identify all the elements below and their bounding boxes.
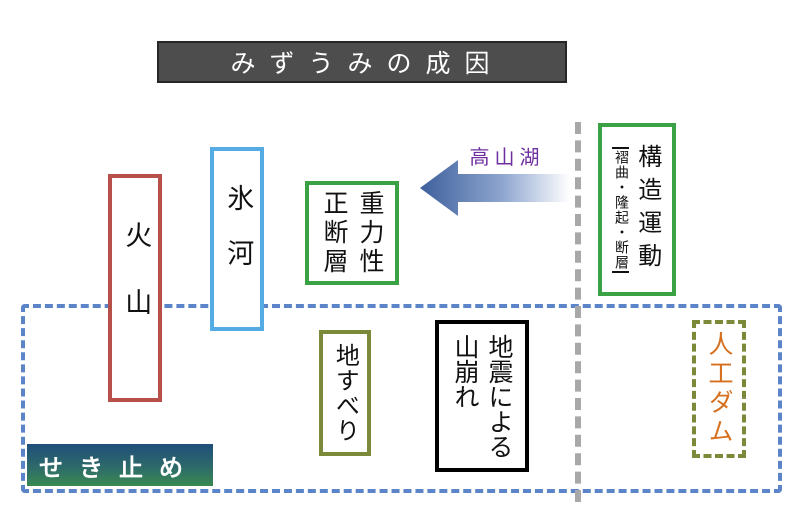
left-arrow-icon <box>420 160 570 216</box>
earthquake-landslide-columns: 地震による 山崩れ <box>450 334 514 459</box>
dam-badge: せき止め <box>27 444 213 486</box>
earthquake-landslide-label-left: 山崩れ <box>451 333 480 409</box>
tectonic-movement-columns: 構造運動 褶曲・隆起・断層 <box>612 144 662 276</box>
dam-region-dashed-box <box>21 304 782 493</box>
tectonic-movement-sublabel: 褶曲・隆起・断層 <box>612 146 629 273</box>
gravity-fault-box: 重力性 正断層 <box>305 181 399 285</box>
artificial-dam-box: 人工ダム <box>692 320 746 458</box>
landslide-box: 地すべり <box>319 330 371 456</box>
gravity-fault-label-right: 重力性 <box>356 189 385 277</box>
volcano-label: 火山 <box>120 221 152 355</box>
diagram-title: みずうみの成因 <box>157 41 567 83</box>
glacier-box: 氷河 <box>210 147 264 331</box>
glacier-label: 氷河 <box>222 184 254 294</box>
alpine-lake-label: 高山湖 <box>469 144 545 169</box>
earthquake-landslide-label-right: 地震による <box>485 333 514 459</box>
earthquake-landslide-box: 地震による 山崩れ <box>435 320 529 472</box>
gravity-fault-label-left: 正断層 <box>320 189 349 277</box>
artificial-dam-label: 人工ダム <box>705 331 734 447</box>
landslide-label: 地すべり <box>331 343 360 443</box>
volcano-box: 火山 <box>108 174 162 402</box>
divider-dashed-line <box>575 122 581 502</box>
tectonic-movement-label: 構造運動 <box>633 143 662 276</box>
gravity-fault-columns: 重力性 正断層 <box>319 190 385 277</box>
tectonic-movement-box: 構造運動 褶曲・隆起・断層 <box>598 123 676 296</box>
